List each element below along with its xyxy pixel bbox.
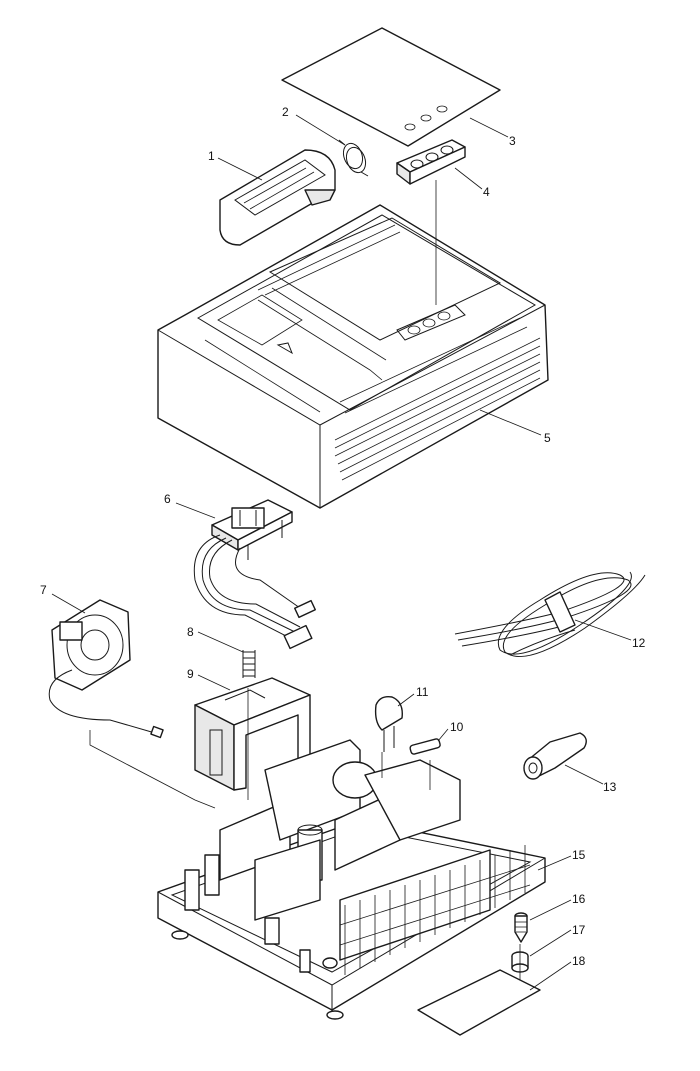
callout-6: 6 (164, 492, 171, 506)
part-15-base-pcb (157, 739, 546, 1020)
part-10-fuse (409, 738, 441, 755)
part-7-fan-blower (48, 599, 164, 739)
part-5-main-housing (157, 180, 549, 509)
part-2-spring (338, 139, 369, 177)
part-9-holder-bracket (194, 677, 311, 791)
callout-12: 12 (632, 636, 646, 650)
part-12-power-cord (454, 571, 646, 658)
part-8-spring (242, 650, 256, 678)
callout-9: 9 (187, 667, 194, 681)
part-13-bushing (523, 732, 587, 780)
callout-11: 11 (416, 685, 429, 699)
part-3-label-sheet (281, 27, 501, 147)
part-18-label-plate (417, 969, 541, 1036)
part-11-capacitor (374, 695, 403, 752)
callout-15: 15 (572, 848, 586, 862)
housing-vents (334, 337, 541, 481)
callout-13: 13 (603, 780, 617, 794)
part-1-display-cover (219, 149, 336, 246)
base-vent-grille (339, 845, 531, 975)
callout-5: 5 (544, 431, 551, 445)
callout-8: 8 (187, 625, 194, 639)
part-4-button-panel (396, 139, 466, 185)
callout-labels: 1 2 3 4 5 6 7 8 9 11 10 12 13 15 16 17 1… (40, 105, 646, 968)
callout-16: 16 (572, 892, 586, 906)
callout-7: 7 (40, 583, 47, 597)
part-6-connector-harness (193, 499, 316, 650)
callout-10: 10 (450, 720, 464, 734)
callout-17: 17 (572, 923, 586, 937)
callout-18: 18 (572, 954, 586, 968)
callout-1: 1 (208, 149, 215, 163)
callout-leaders (51, 114, 632, 991)
part-16-screw (514, 912, 528, 943)
callout-4: 4 (483, 185, 490, 199)
callout-2: 2 (282, 105, 289, 119)
callout-3: 3 (509, 134, 516, 148)
assembly-guide-lines (89, 688, 521, 980)
